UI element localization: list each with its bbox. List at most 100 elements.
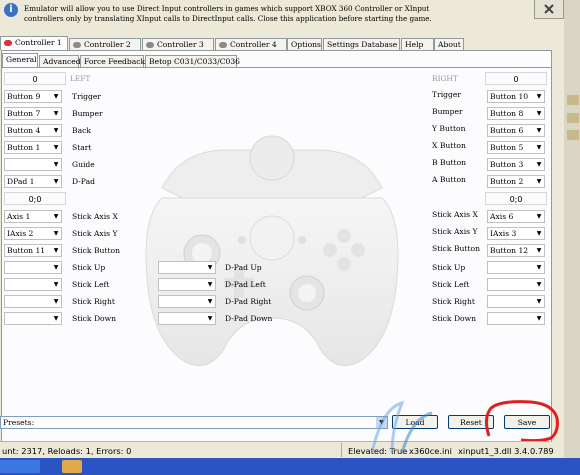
- dropdown-arrow-icon: ▼: [53, 178, 59, 185]
- combo-value: Button 4: [7, 126, 41, 135]
- gamepad-icon: [73, 42, 81, 48]
- left-stick-y-combo[interactable]: IAxis 2▼: [4, 227, 62, 240]
- combo-value: Button 9: [7, 92, 41, 101]
- tab-label: Controller 2: [84, 40, 131, 49]
- subtab-betop[interactable]: Betop C031/C033/C036: [145, 55, 240, 67]
- right-trigger-combo[interactable]: Button 10▼: [487, 90, 545, 103]
- combo-value: Axis 6: [490, 212, 514, 221]
- presets-combo[interactable]: Presets: ▼: [0, 416, 388, 429]
- subtab-general[interactable]: General: [2, 53, 38, 67]
- dpad-up-combo[interactable]: ▼: [158, 261, 216, 274]
- label-back: Back: [72, 126, 91, 135]
- dropdown-arrow-icon: ▼: [53, 281, 59, 288]
- left-stick-button-combo[interactable]: Button 11▼: [4, 244, 62, 257]
- left-stick-up-combo[interactable]: ▼: [4, 261, 62, 274]
- reset-button[interactable]: Reset: [448, 415, 494, 429]
- gamepad-illustration: [145, 135, 399, 366]
- left-trigger-combo[interactable]: Button 9 ▼: [4, 90, 62, 103]
- a-button-combo[interactable]: Button 2▼: [487, 175, 545, 188]
- left-stick-right-combo[interactable]: ▼: [4, 295, 62, 308]
- close-button[interactable]: [534, 0, 564, 19]
- subtab-advanced[interactable]: Advanced: [39, 55, 81, 67]
- dpad-combo[interactable]: DPad 1 ▼: [4, 175, 62, 188]
- label-y-button: Y Button: [432, 124, 466, 133]
- label-dpad-right: D-Pad Right: [225, 297, 272, 306]
- right-stick-right-combo[interactable]: ▼: [487, 295, 545, 308]
- controller-panel: General Advanced Force Feedback Betop C0…: [1, 50, 552, 442]
- status-counters: unt: 2317, Reloads: 1, Errors: 0: [2, 446, 132, 456]
- right-trigger-value: 0: [485, 72, 547, 85]
- back-combo[interactable]: Button 4▼: [4, 124, 62, 137]
- gamepad-icon: [219, 42, 227, 48]
- red-highlight-circle: [484, 400, 559, 442]
- tab-controller-3[interactable]: Controller 3: [142, 38, 214, 50]
- tab-about[interactable]: About: [434, 38, 464, 50]
- taskbar: [0, 458, 580, 475]
- status-divider: [341, 443, 342, 457]
- dpad-left-combo[interactable]: ▼: [158, 278, 216, 291]
- dropdown-arrow-icon: ▼: [536, 93, 542, 100]
- right-stick-left-combo[interactable]: ▼: [487, 278, 545, 291]
- y-button-combo[interactable]: Button 6▼: [487, 124, 545, 137]
- dropdown-arrow-icon: ▼: [207, 264, 213, 271]
- taskbar-button[interactable]: [62, 460, 82, 473]
- right-stick-button-combo[interactable]: Button 12▼: [487, 244, 545, 257]
- dropdown-arrow-icon: ▼: [536, 281, 542, 288]
- tab-options[interactable]: Options: [287, 38, 322, 50]
- dropdown-arrow-icon: ▼: [536, 264, 542, 271]
- background-icon: [567, 130, 579, 140]
- gamepad-icon: [146, 42, 154, 48]
- dropdown-arrow-icon: ▼: [53, 230, 59, 237]
- right-stick-down-combo[interactable]: ▼: [487, 312, 545, 325]
- dropdown-arrow-icon: ▼: [536, 213, 542, 220]
- tab-settings-database[interactable]: Settings Database: [323, 38, 400, 50]
- dropdown-arrow-icon: ▼: [53, 161, 59, 168]
- description-area: i Emulator will allow you to use Direct …: [0, 0, 575, 32]
- close-icon: [544, 4, 554, 14]
- tab-controller-1[interactable]: Controller 1: [0, 36, 68, 50]
- dropdown-arrow-icon: ▼: [53, 110, 59, 117]
- dropdown-arrow-icon: ▼: [53, 93, 59, 100]
- taskbar-button[interactable]: [0, 460, 40, 473]
- left-stick-down-combo[interactable]: ▼: [4, 312, 62, 325]
- tab-controller-2[interactable]: Controller 2: [69, 38, 141, 50]
- guide-combo[interactable]: ▼: [4, 158, 62, 171]
- tab-help[interactable]: Help: [401, 38, 434, 50]
- start-combo[interactable]: Button 1▼: [4, 141, 62, 154]
- dpad-down-combo[interactable]: ▼: [158, 312, 216, 325]
- label-b-button: B Button: [432, 158, 467, 167]
- left-axis-value: 0;0: [4, 192, 66, 205]
- b-button-combo[interactable]: Button 3▼: [487, 158, 545, 171]
- background-window-edge: [564, 0, 580, 475]
- right-header: RIGHT: [432, 74, 458, 83]
- right-stick-x-combo[interactable]: Axis 6 ▼: [487, 210, 545, 223]
- save-button[interactable]: Save: [504, 415, 550, 429]
- dropdown-arrow-icon: ▼: [53, 213, 59, 220]
- dropdown-arrow-icon: ▼: [536, 230, 542, 237]
- label-right-stick-button: Stick Button: [432, 244, 480, 253]
- subtab-force-feedback[interactable]: Force Feedback: [80, 55, 145, 67]
- combo-value: Button 2: [490, 177, 524, 186]
- dropdown-arrow-icon: ▼: [536, 315, 542, 322]
- left-stick-left-combo[interactable]: ▼: [4, 278, 62, 291]
- tab-controller-4[interactable]: Controller 4: [215, 38, 287, 50]
- combo-value: DPad 1: [7, 177, 35, 186]
- x-button-combo[interactable]: Button 5▼: [487, 141, 545, 154]
- right-bumper-combo[interactable]: Button 8▼: [487, 107, 545, 120]
- dpad-right-combo[interactable]: ▼: [158, 295, 216, 308]
- label-left-stick-button: Stick Button: [72, 246, 120, 255]
- left-trigger-value: 0: [4, 72, 66, 85]
- dropdown-arrow-icon: ▼: [207, 298, 213, 305]
- right-stick-up-combo[interactable]: ▼: [487, 261, 545, 274]
- dropdown-arrow-icon: ▼: [53, 247, 59, 254]
- label-left-stick-left: Stick Left: [72, 280, 110, 289]
- dropdown-arrow-icon: ▼: [207, 281, 213, 288]
- tab-label: Controller 4: [230, 40, 277, 49]
- label-left-trigger: Trigger: [72, 92, 101, 101]
- label-left-stick-down: Stick Down: [72, 314, 117, 323]
- combo-value: Button 6: [490, 126, 524, 135]
- left-stick-x-combo[interactable]: Axis 1▼: [4, 210, 62, 223]
- left-bumper-combo[interactable]: Button 7▼: [4, 107, 62, 120]
- right-stick-y-combo[interactable]: IAxis 3▼: [487, 227, 545, 240]
- combo-value: Button 5: [490, 143, 524, 152]
